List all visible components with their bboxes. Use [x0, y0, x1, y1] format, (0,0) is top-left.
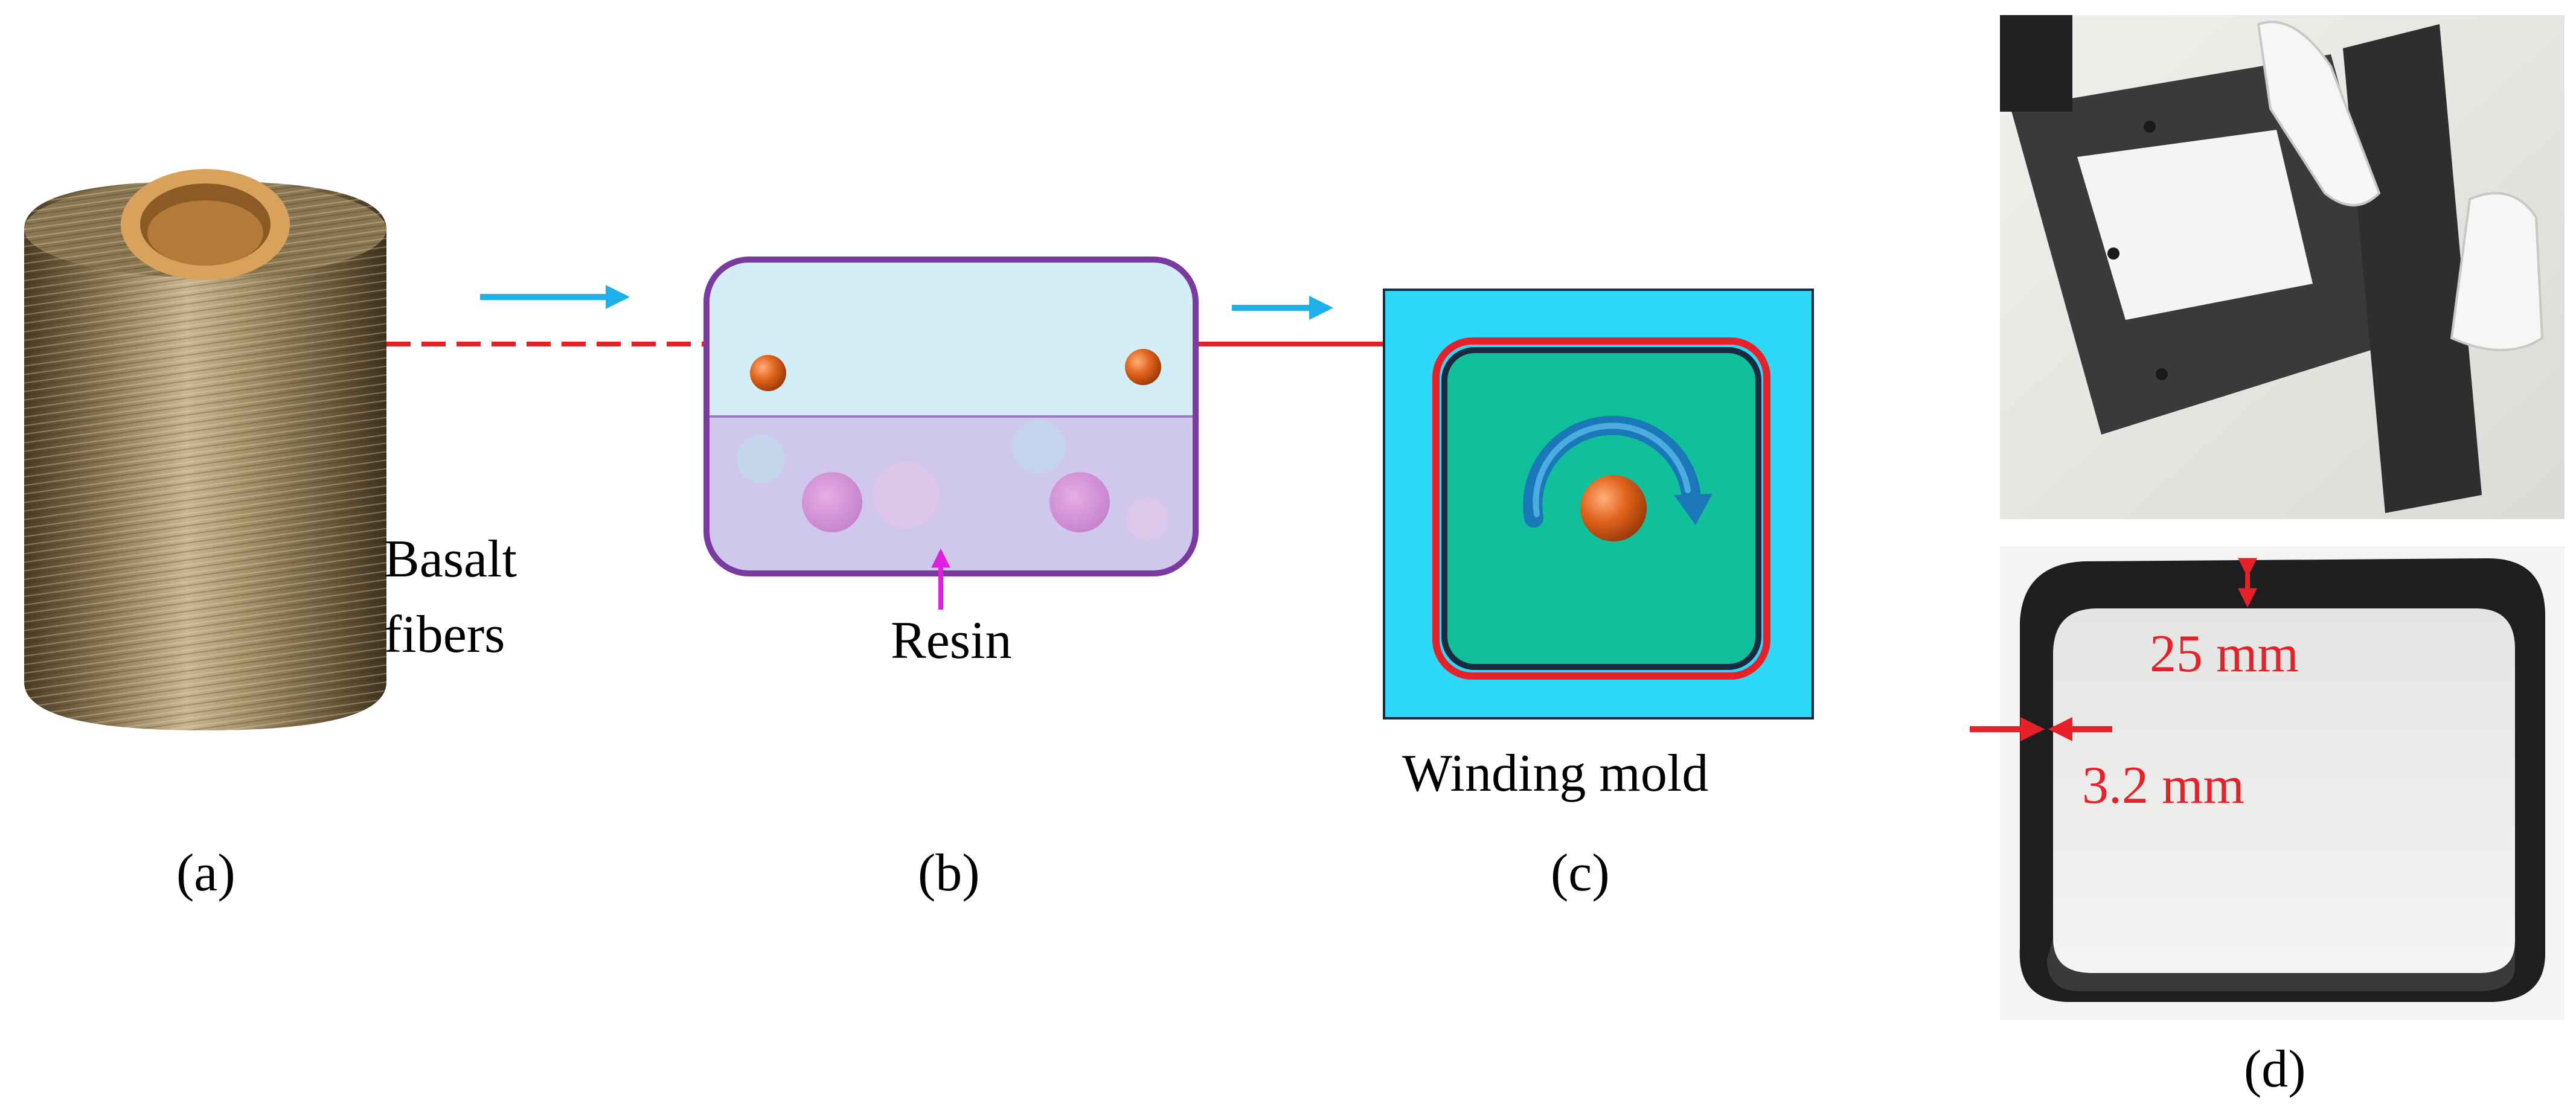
- panel-label-c: (c): [1551, 844, 1610, 902]
- mold-spindle: [1580, 475, 1647, 541]
- basalt-label-line2: fibers: [384, 605, 505, 664]
- photo-wound-part: [1970, 546, 2565, 1020]
- resin-tank: [703, 257, 1199, 576]
- submerged-roller-left: [802, 472, 862, 532]
- panel-label-d: (d): [2244, 1040, 2306, 1099]
- resin-label: Resin: [891, 611, 1011, 670]
- winding-mold-label: Winding mold: [1402, 744, 1708, 803]
- thickness-dim-label: 3.2 mm: [2082, 756, 2244, 815]
- submerged-roller-right: [1049, 472, 1110, 532]
- panel-label-b: (b): [918, 844, 980, 902]
- height-dim-label: 25 mm: [2150, 625, 2299, 683]
- basalt-label-line1: Basalt: [384, 530, 517, 589]
- guide-roller-left: [750, 355, 786, 391]
- resin-bath: [709, 416, 1193, 571]
- fiber-spool: [24, 169, 386, 730]
- wound-fiber-ring: [1432, 337, 1770, 680]
- guide-roller-right: [1125, 349, 1161, 385]
- photo-mold-assembly: [2000, 15, 2565, 519]
- winding-mold: [1383, 289, 1814, 719]
- tank-outline: [703, 257, 1199, 576]
- panel-label-a: (a): [176, 844, 235, 902]
